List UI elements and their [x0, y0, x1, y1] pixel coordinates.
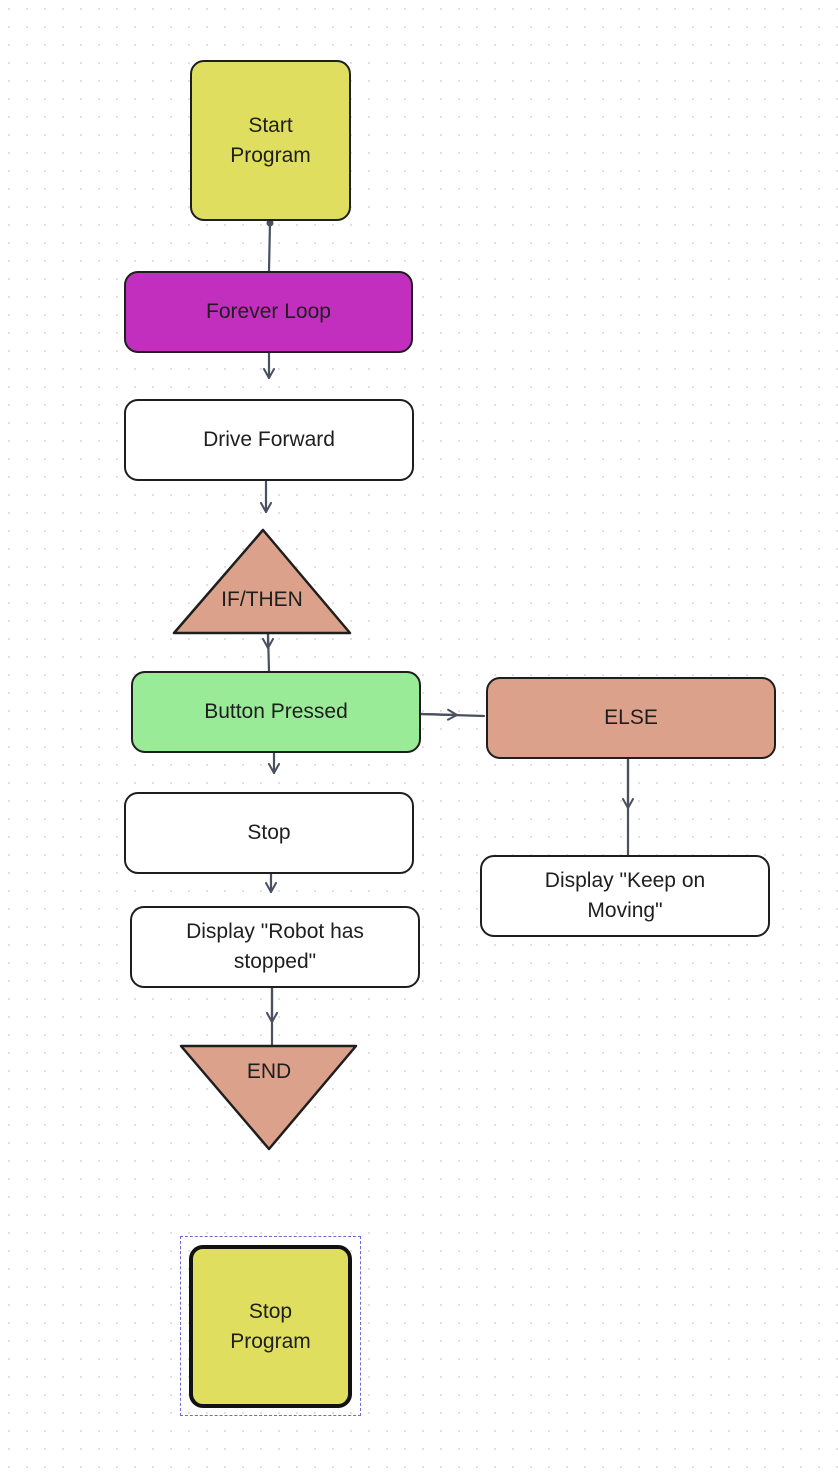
- end-label: END: [246, 1060, 292, 1083]
- display-keep-moving-node[interactable]: Display "Keep on Moving": [480, 855, 770, 937]
- start-program-node[interactable]: Start Program: [190, 60, 351, 221]
- selection-outline: [180, 1236, 361, 1416]
- connector-start-dot: [266, 219, 274, 227]
- if-then-label: IF/THEN: [221, 588, 303, 611]
- end-triangle-shape[interactable]: [179, 1044, 358, 1151]
- stop-node[interactable]: Stop: [124, 792, 414, 874]
- connector-button-pressed-else-chevron: [419, 708, 459, 721]
- drive-forward-node[interactable]: Drive Forward: [124, 399, 414, 481]
- stop-program-node[interactable]: Stop Program: [189, 1245, 352, 1408]
- forever-loop-node[interactable]: Forever Loop: [124, 271, 413, 353]
- if-then-triangle-shape[interactable]: [172, 528, 352, 635]
- connector-start-to-forever-loop[interactable]: [267, 220, 272, 273]
- display-robot-stopped-node[interactable]: Display "Robot has stopped": [130, 906, 420, 988]
- button-pressed-node[interactable]: Button Pressed: [131, 671, 421, 753]
- connectors: [260, 219, 634, 1047]
- else-node[interactable]: ELSE: [486, 677, 776, 759]
